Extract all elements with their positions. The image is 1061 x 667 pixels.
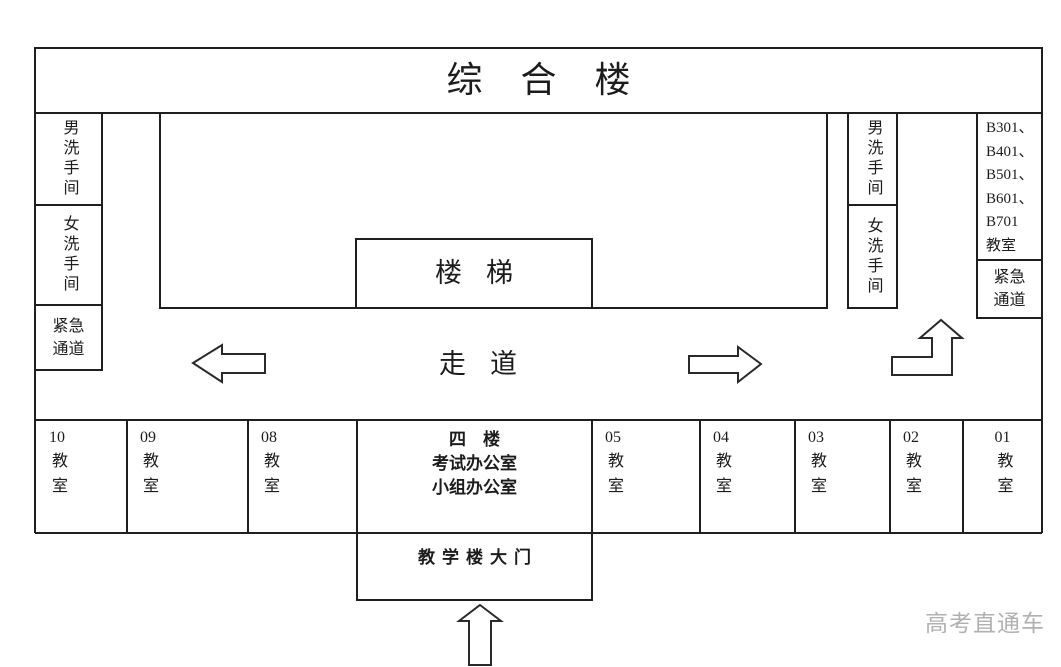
- b-classrooms-label: B301、 B401、 B501、 B601、 B701 教室: [986, 120, 1034, 254]
- right-women-washroom-box: [847, 204, 898, 309]
- classroom-04: 04 教室: [700, 420, 795, 533]
- left-emergency-box: [34, 304, 103, 371]
- right-men-washroom: 男洗手间: [848, 113, 897, 205]
- arrow-turn-up-icon: [891, 318, 965, 376]
- watermark: 高考直通车: [925, 610, 1045, 636]
- arrow-entrance-up-icon: [456, 603, 504, 666]
- gate-box: [356, 532, 593, 601]
- classroom-number: 03: [808, 429, 824, 446]
- classroom-09: 09 教室: [127, 420, 248, 533]
- classroom-number: 10: [49, 429, 65, 446]
- classroom-number: 04: [713, 429, 729, 446]
- classroom-label: 教室: [903, 452, 920, 502]
- right-women-washroom-label: 女洗手间: [864, 216, 882, 297]
- right-emergency-box: [976, 259, 1043, 319]
- right-emergency-label: 紧急 通道: [993, 269, 1026, 309]
- building-title: 综合楼: [446, 60, 669, 101]
- classroom-05: 05 教室: [592, 420, 700, 533]
- classroom-08: 08 教室: [248, 420, 357, 533]
- corridor-label: 走道: [439, 349, 541, 380]
- classroom-label: 教室: [140, 452, 157, 502]
- classroom-label: 教室: [808, 452, 825, 502]
- classroom-number: 01: [994, 429, 1011, 446]
- left-emergency-label: 紧急 通道: [52, 317, 85, 358]
- left-women-washroom-label: 女洗手间: [60, 215, 78, 295]
- classroom-number: 08: [261, 429, 277, 446]
- classroom-10: 10 教室: [36, 420, 127, 533]
- left-men-washroom-label: 男洗手间: [60, 119, 78, 199]
- arrow-left-icon: [191, 343, 266, 384]
- arrow-right-icon: [688, 345, 763, 385]
- left-women-washroom: 女洗手间: [35, 205, 102, 305]
- classroom-number: 02: [903, 429, 919, 446]
- stairs-box: [355, 238, 593, 309]
- classroom-label: 教室: [994, 452, 1012, 502]
- right-men-washroom-label: 男洗手间: [864, 119, 882, 199]
- classroom-number: 09: [140, 429, 156, 446]
- classroom-02: 02 教室: [890, 420, 963, 533]
- classroom-label: 教室: [49, 452, 66, 502]
- left-men-washroom: 男洗手间: [35, 113, 102, 205]
- classroom-label: 教室: [261, 452, 278, 502]
- classroom-01: 01 教室: [963, 420, 1042, 533]
- classroom-label: 教室: [713, 452, 730, 502]
- right-women-washroom: 女洗手间: [848, 205, 897, 308]
- gate-label: 教学楼大门: [418, 548, 538, 567]
- classroom-label: 教室: [605, 452, 622, 502]
- classroom-number: 05: [605, 429, 621, 446]
- stairs-label: 楼梯: [435, 257, 537, 288]
- exam-office-label: 四 楼 考试办公室 小组办公室: [432, 430, 517, 497]
- classroom-03: 03 教室: [795, 420, 890, 533]
